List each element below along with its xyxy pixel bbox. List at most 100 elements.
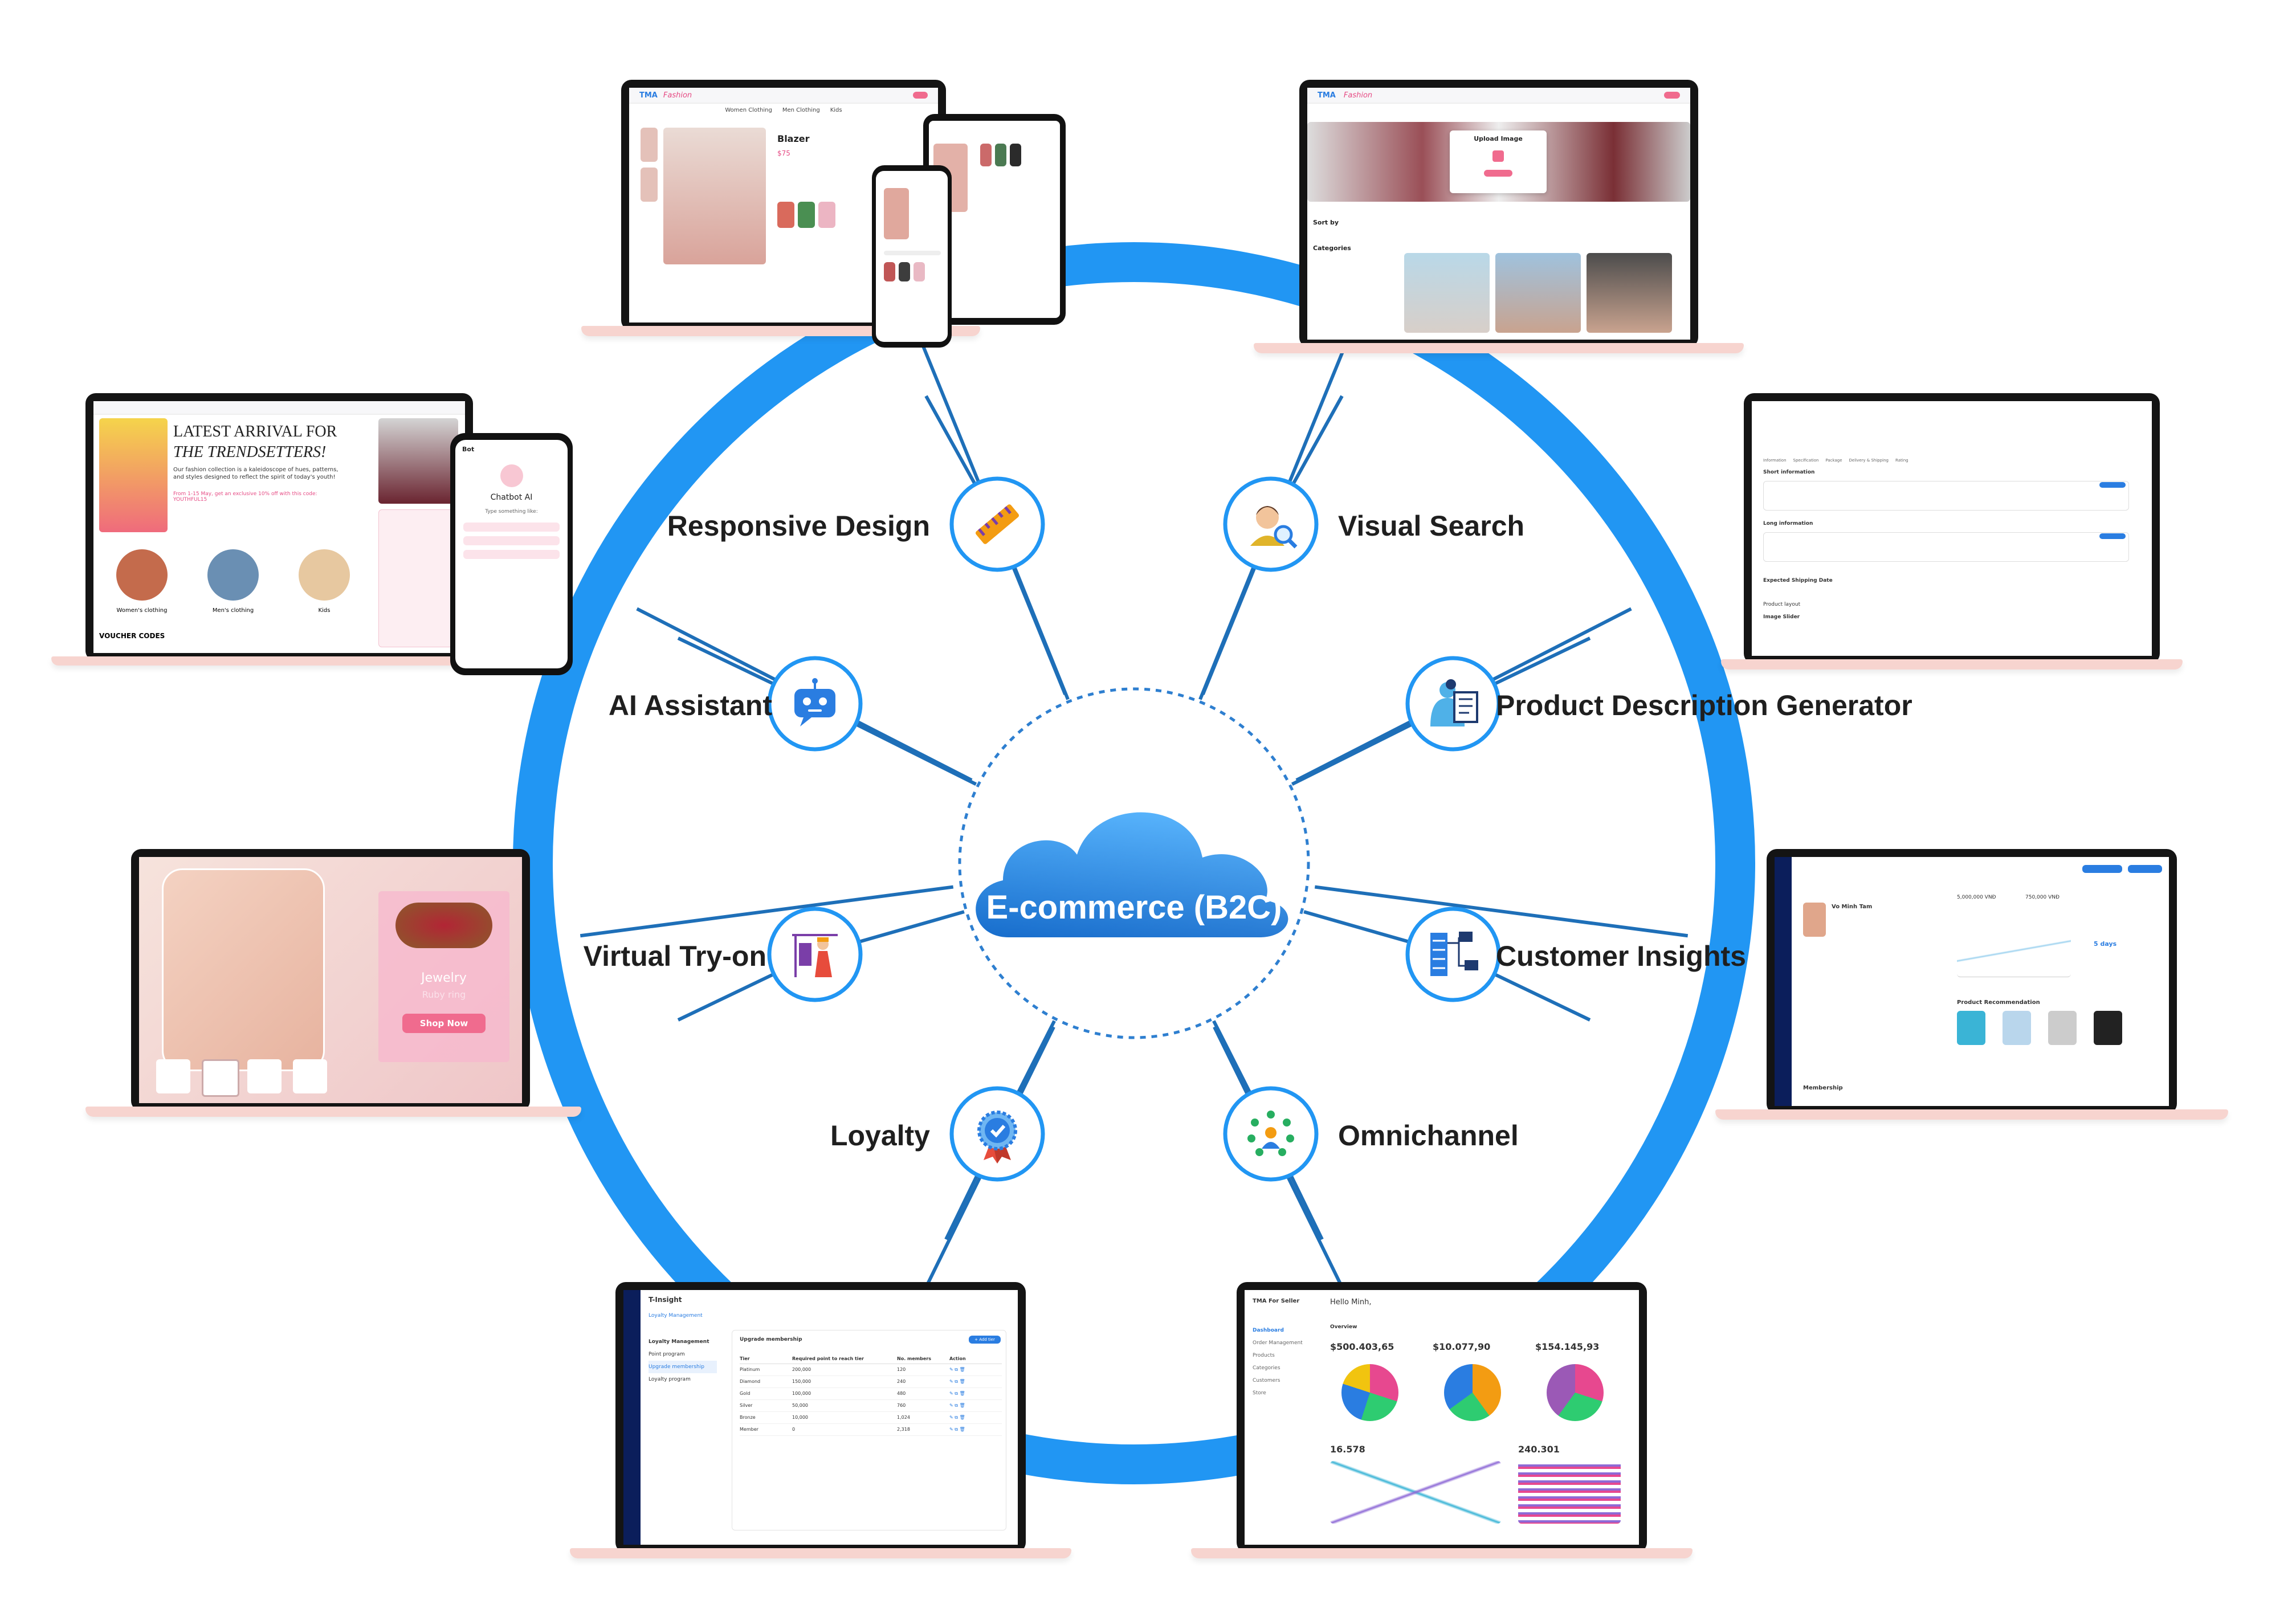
column-header: Action (949, 1356, 966, 1361)
sidebar-item[interactable]: Store (1253, 1390, 1266, 1396)
row-actions[interactable]: ✎ ⧉ 🗑 (949, 1391, 965, 1396)
menu-kids[interactable]: Kids (830, 107, 842, 113)
sidebar-item[interactable]: Products (1253, 1353, 1275, 1358)
tab-information[interactable]: Information (1763, 458, 1787, 463)
pie-chart-2 (1444, 1364, 1501, 1421)
hand-photo (162, 868, 325, 1071)
long-info-editor[interactable] (1763, 532, 2129, 562)
table-cell: 120 (897, 1367, 906, 1372)
add-tier-button[interactable]: + Add tier (969, 1336, 1001, 1344)
feature-node-circle (1405, 907, 1501, 1002)
stat-total-spend: 5,000,000 VNĐ (1957, 895, 1996, 900)
feature-label: Product Description Generator (1496, 689, 1912, 721)
categories-label: Categories (1313, 244, 1351, 252)
center-label: E-commerce (B2C) (986, 889, 1282, 926)
tab-specification[interactable]: Specification (1793, 458, 1819, 463)
tab-delivery[interactable]: Delivery & Shipping (1849, 458, 1889, 463)
column-header: No. members (897, 1356, 931, 1361)
sidebar-item[interactable]: Order Management (1253, 1340, 1303, 1346)
mockup-virtual-try-on: Jewelry Ruby ring Shop Now (85, 849, 581, 1123)
loyalty-menu-item[interactable]: Loyalty program (649, 1377, 691, 1382)
inner-spoke (1314, 885, 1689, 938)
sidebar-item[interactable]: Customers (1253, 1378, 1280, 1383)
menu-men[interactable]: Men Clothing (782, 107, 820, 113)
chatbot-icon (794, 678, 835, 726)
server-network-icon (1430, 932, 1478, 976)
table-cell: 10,000 (792, 1415, 808, 1420)
document-gear-icon (1430, 679, 1478, 726)
upload-icon[interactable] (1492, 150, 1504, 162)
mockup-loyalty: T-Insight Loyalty Management Loyalty Man… (570, 1282, 1071, 1567)
sidebar-item[interactable]: Dashboard (1253, 1328, 1284, 1333)
row-actions[interactable]: ✎ ⧉ 🗑 (949, 1415, 965, 1420)
table-cell: 150,000 (792, 1379, 811, 1384)
product-photo (663, 128, 766, 264)
table-cell: 50,000 (792, 1403, 808, 1408)
kpi-total-tax: $10.077,90 (1433, 1341, 1491, 1352)
category-kids[interactable]: Kids (318, 607, 331, 614)
product-name: Blazer (777, 133, 810, 144)
outer-ring (513, 242, 1755, 1484)
row-actions[interactable]: ✎ ⧉ 🗑 (949, 1367, 965, 1372)
modal-title: Upload Image (1474, 135, 1523, 142)
shop-now-button[interactable]: Shop Now (402, 1014, 486, 1033)
table-cell: 1,024 (897, 1415, 910, 1420)
feature-node: AI Assistant (609, 656, 863, 752)
loyalty-menu-item[interactable]: Point program (649, 1352, 685, 1357)
tab-package[interactable]: Package (1825, 458, 1842, 463)
bar-chart (1518, 1461, 1621, 1524)
table-cell: Platinum (740, 1367, 760, 1372)
search-button[interactable] (913, 92, 928, 99)
column-header: Tier (740, 1356, 750, 1361)
panel-title: Upgrade membership (740, 1337, 802, 1342)
table-cell: 480 (897, 1391, 906, 1396)
row-actions[interactable]: ✎ ⧉ 🗑 (949, 1379, 965, 1384)
line-chart (1330, 1461, 1501, 1524)
mockup-product-description: Short information Information Specificat… (1721, 393, 2205, 678)
item-type: Jewelry (421, 971, 467, 985)
table-cell: 240 (897, 1379, 906, 1384)
section-long-info: Long information (1763, 521, 1813, 526)
tab-rating[interactable]: Rating (1895, 458, 1908, 463)
table-cell: Gold (740, 1391, 751, 1396)
dashed-inner-ring (958, 687, 1310, 1039)
sidebar-item[interactable]: Categories (1253, 1365, 1280, 1371)
item-name: Ruby ring (422, 989, 466, 1000)
inner-spoke (1016, 1020, 1056, 1094)
table-header: Tier Required point to reach tier No. memb… (740, 1354, 1002, 1364)
table-row[interactable]: Platinum 200,000 120 ✎ ⧉ 🗑 (740, 1364, 1002, 1376)
short-info-editor[interactable] (1763, 481, 2129, 511)
row-actions[interactable]: ✎ ⧉ 🗑 (949, 1427, 965, 1432)
hero-headline-2: THE TRENDSETTERS! (173, 443, 327, 461)
cloud-icon (976, 812, 1288, 937)
column-header: Required point to reach tier (792, 1356, 864, 1361)
chatbot-title: Chatbot AI (490, 493, 533, 502)
feature-label: Omnichannel (1338, 1120, 1519, 1152)
mockup-ai-assistant: LATEST ARRIVAL FOR THE TRENDSETTERS! Our… (51, 393, 581, 678)
loyalty-menu-item[interactable]: Loyalty Management (649, 1339, 709, 1345)
stat-avg-order: 750,000 VNĐ (2025, 895, 2060, 900)
table-cell: 200,000 (792, 1367, 811, 1372)
feature-node: Responsive Design (667, 476, 1045, 572)
feature-label: Virtual Try-on (584, 940, 766, 972)
category-women[interactable]: Women's clothing (116, 607, 168, 614)
breadcrumb[interactable]: Loyalty Management (649, 1313, 703, 1319)
greeting: Hello Minh, (1330, 1298, 1372, 1307)
feature-node: Virtual Try-on (584, 907, 863, 1002)
feature-node: Customer Insights (1405, 907, 1746, 1002)
menu-women[interactable]: Women Clothing (725, 107, 772, 113)
upload-image-modal[interactable]: Upload Image (1450, 130, 1547, 193)
category-men[interactable]: Men's clothing (212, 607, 254, 614)
pie-chart-3 (1547, 1364, 1604, 1421)
row-actions[interactable]: ✎ ⧉ 🗑 (949, 1403, 965, 1408)
loyalty-menu-item[interactable]: Upgrade membership (649, 1361, 717, 1373)
mockup-customer-insights: Vo Minh Tam 5,000,000 VNĐ 750,000 VNĐ 5 … (1715, 849, 2228, 1128)
